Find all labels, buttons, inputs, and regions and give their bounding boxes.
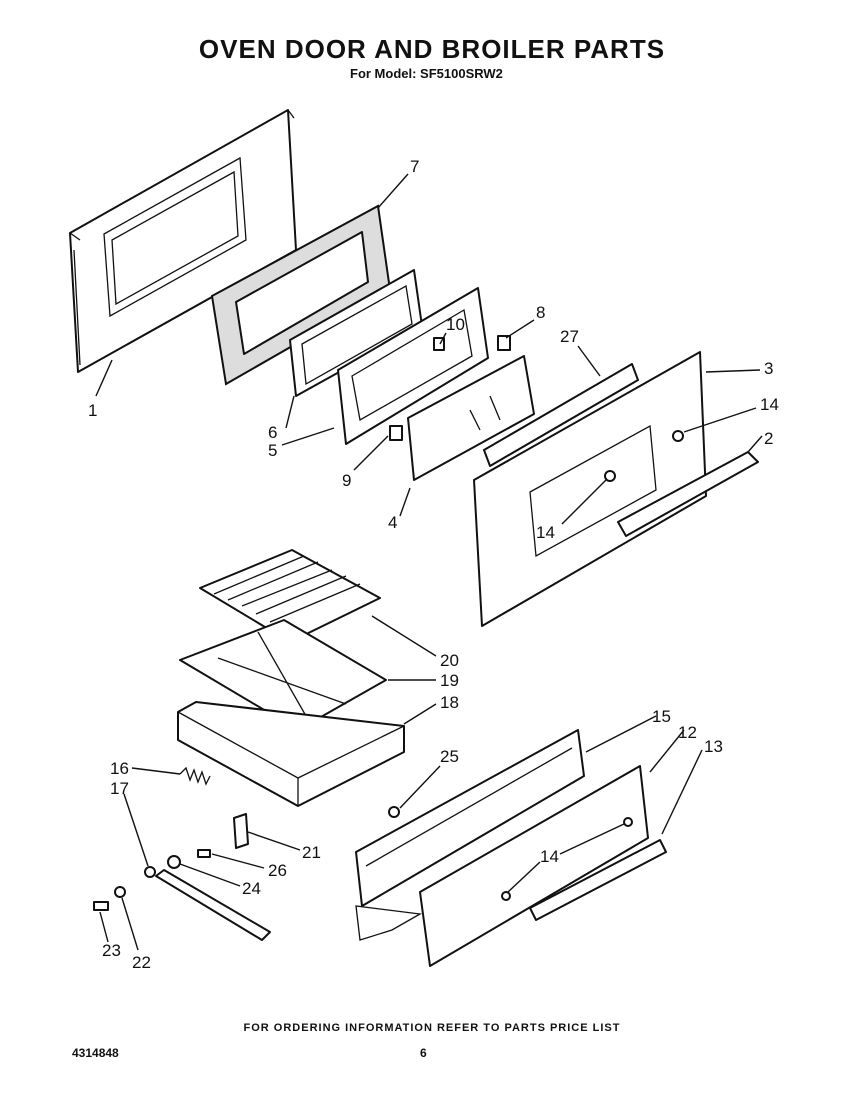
outer-oven-door-part [473, 351, 707, 627]
callout-22: 22 [132, 953, 151, 972]
leader-lines [95, 173, 763, 951]
broiler-handle-part [529, 839, 667, 921]
callout-19: 19 [440, 671, 459, 690]
washer-part-24 [167, 855, 181, 869]
callout-16: 16 [110, 759, 129, 778]
document-number: 4314848 [72, 1046, 119, 1060]
callout-10: 10 [446, 315, 465, 334]
callout-12: 12 [678, 723, 697, 742]
callout-5: 5 [268, 441, 277, 460]
model-subtitle: For Model: SF5100SRW2 [350, 66, 503, 81]
callout-23: 23 [102, 941, 121, 960]
callout-3: 3 [764, 359, 773, 378]
clip-part-9 [389, 425, 403, 441]
callout-27: 27 [560, 327, 579, 346]
callout-1: 1 [88, 401, 97, 420]
door-top-trim-part [483, 363, 639, 467]
nut-part-17 [144, 866, 156, 878]
callout-17: 17 [110, 779, 129, 798]
callout-18: 18 [440, 693, 459, 712]
outer-glass-part [407, 355, 535, 481]
screw-part-26 [197, 849, 211, 858]
outer-broiler-panel-part [419, 765, 649, 967]
spring-part [179, 766, 211, 786]
broiler-pan-part [179, 619, 387, 731]
callout-9: 9 [342, 471, 351, 490]
callout-26: 26 [268, 861, 287, 880]
callout-25: 25 [440, 747, 459, 766]
callout-20: 20 [440, 651, 459, 670]
inner-broiler-door-part [355, 729, 585, 941]
bolt-part-23 [93, 901, 109, 911]
clip-part-8 [497, 335, 511, 351]
callout-2: 2 [764, 429, 773, 448]
callout-8: 8 [536, 303, 545, 322]
callout-4: 4 [388, 513, 397, 532]
callout-14-upper: 14 [760, 395, 779, 414]
callout-6: 6 [268, 423, 277, 442]
broiler-drawer-housing-part [177, 701, 405, 807]
page-title: OVEN DOOR AND BROILER PARTS [198, 34, 666, 64]
callout-7: 7 [410, 157, 419, 176]
callout-24: 24 [242, 879, 261, 898]
callout-21: 21 [302, 843, 321, 862]
clip-part-10 [433, 337, 445, 351]
door-handle-part [617, 451, 759, 537]
glass-frame-part [337, 287, 489, 445]
slide-rail-part [155, 869, 271, 941]
callout-13: 13 [704, 737, 723, 756]
callout-15: 15 [652, 707, 671, 726]
broiler-grid-part [199, 549, 381, 643]
washer-part-22 [114, 886, 126, 898]
callout-14-broiler: 14 [540, 847, 559, 866]
hinge-bracket-part [233, 813, 249, 849]
screw-part-25 [388, 806, 400, 818]
ordering-note: FOR ORDERING INFORMATION REFER TO PARTS … [243, 1022, 621, 1034]
callout-14-lower: 14 [536, 523, 555, 542]
page-number: 6 [420, 1046, 427, 1060]
